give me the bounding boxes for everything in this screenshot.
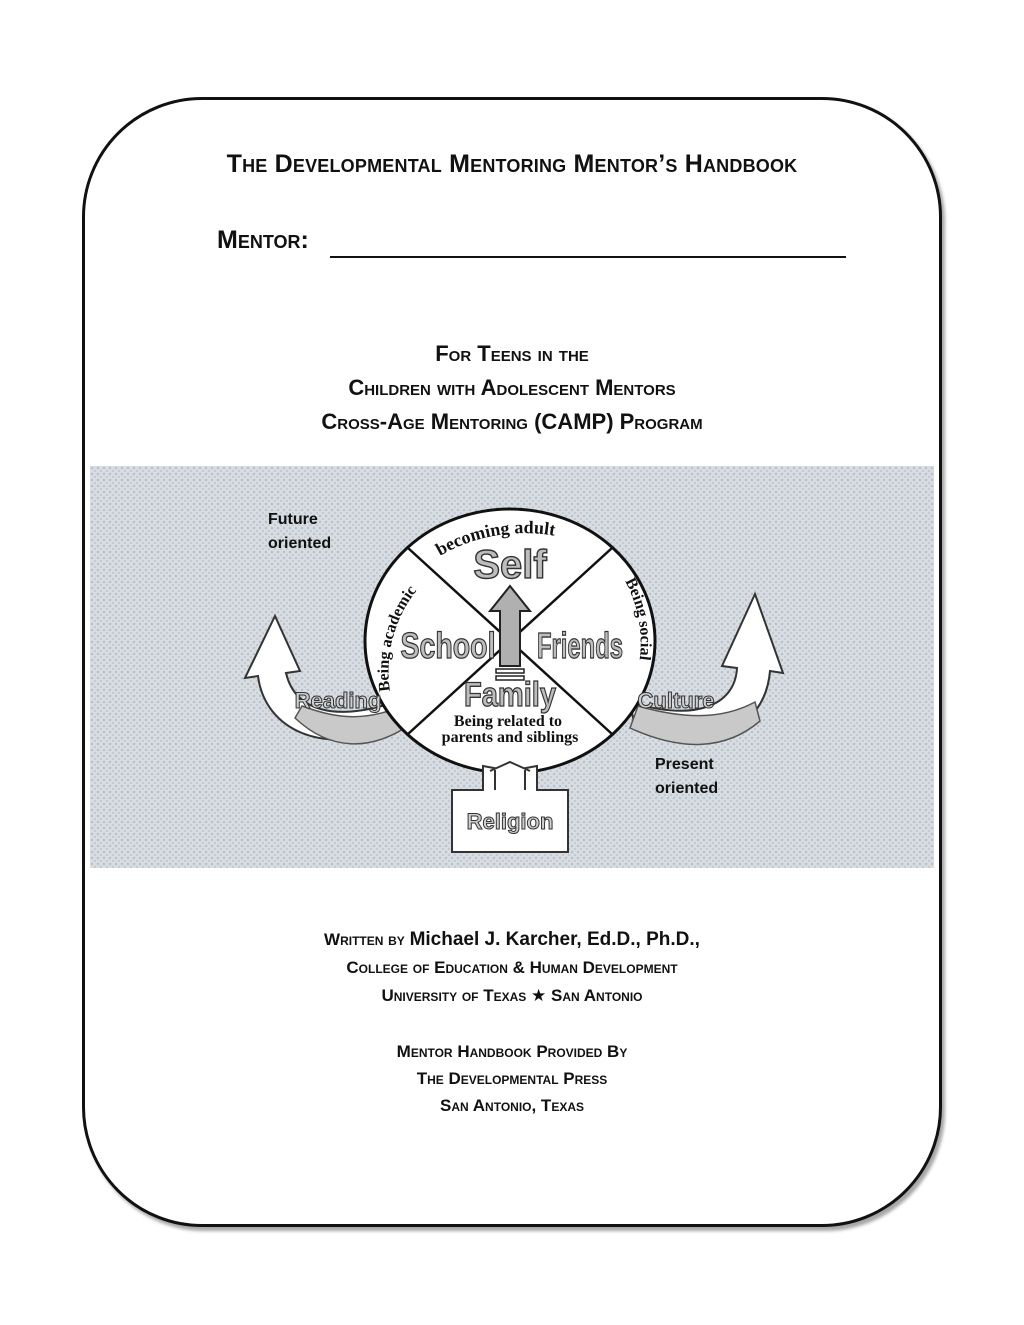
- right-curved-arrow: [628, 591, 785, 746]
- future-oriented-line-1: Future: [268, 511, 318, 528]
- credits-block: Written by Michael J. Karcher, Ed.D., Ph…: [0, 926, 1024, 1010]
- mentor-name-line: [330, 256, 846, 258]
- arc-being-related-line-2: parents and siblings: [442, 729, 579, 746]
- handbook-title: The Developmental Mentoring Mentor’s Han…: [226, 150, 798, 178]
- college-line: College of Education & Human Development: [346, 958, 678, 977]
- present-oriented-line-2: oriented: [655, 780, 718, 797]
- star-icon: ★: [531, 986, 547, 1005]
- religion-box: [451, 760, 569, 853]
- author-name: Michael J. Karcher, Ed.D., Ph.D.,: [409, 929, 700, 950]
- subtitle-line-2: Children with Adolescent Mentors: [348, 375, 676, 400]
- subtitle-line-1: For Teens in the: [435, 341, 589, 366]
- provided-by-line: Mentor Handbook Provided By: [396, 1042, 628, 1061]
- quadrant-friends-label: Friends: [537, 625, 623, 666]
- university-name: University of Texas: [381, 986, 527, 1005]
- university-line: University of Texas ★ San Antonio: [0, 982, 1024, 1010]
- culture-label: Culture: [638, 688, 715, 713]
- university-city: San Antonio: [551, 986, 643, 1005]
- arc-being-related-line-1: Being related to: [454, 713, 562, 730]
- mentoring-model-diagram: Self School Friends Family becoming adul…: [243, 507, 785, 853]
- quadrant-self-label: Self: [473, 543, 547, 587]
- mentor-label: Mentor:: [217, 226, 309, 254]
- quadrant-family-label: Family: [464, 676, 556, 714]
- future-oriented-line-2: oriented: [268, 535, 331, 552]
- written-by-label: Written by: [324, 930, 405, 949]
- publisher-name: The Developmental Press: [416, 1069, 608, 1088]
- central-up-arrow: [487, 584, 533, 681]
- publisher-block: Mentor Handbook Provided By The Developm…: [0, 1038, 1024, 1119]
- religion-label: Religion: [467, 809, 554, 834]
- quadrant-school-label: School: [401, 625, 496, 666]
- author-line: Written by Michael J. Karcher, Ed.D., Ph…: [0, 926, 1024, 954]
- diagram-band: Self School Friends Family becoming adul…: [90, 466, 934, 868]
- subtitle-line-3: Cross-Age Mentoring (CAMP) Program: [321, 409, 703, 434]
- present-oriented-line-1: Present: [655, 756, 714, 773]
- program-subtitle: For Teens in the Children with Adolescen…: [0, 337, 1024, 439]
- reading-label: Reading: [295, 688, 382, 713]
- left-curved-arrow: [243, 613, 409, 745]
- publisher-location: San Antonio, Texas: [440, 1096, 584, 1115]
